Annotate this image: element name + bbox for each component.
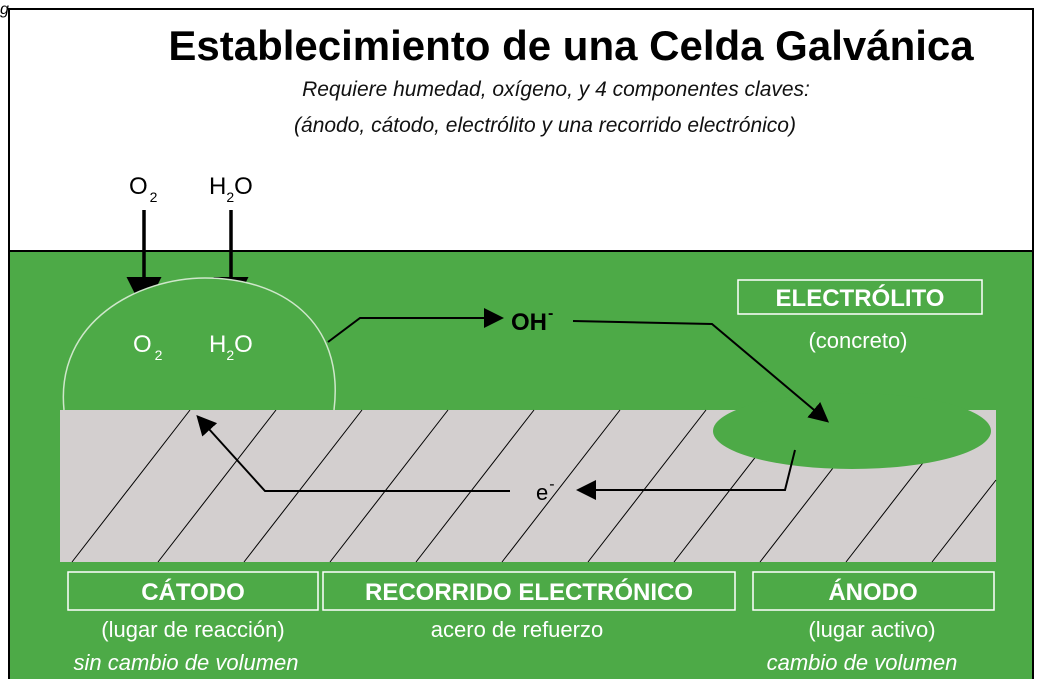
electrolyte-label: ELECTRÓLITO [776, 284, 945, 312]
anode-label-box [752, 571, 995, 611]
cathode-note: sin cambio de volumen [73, 650, 298, 675]
electrolyte-description: (concreto) [808, 328, 907, 353]
electron-label: e- [536, 476, 555, 505]
arrow-right-icon [327, 308, 504, 343]
cathode-description: (lugar de reacción) [101, 617, 284, 642]
path-description: acero de refuerzo [431, 617, 603, 642]
electrolyte-label-box [737, 279, 983, 315]
hydroxide-label: OH- [511, 305, 553, 336]
anode-pit [713, 393, 991, 469]
subtitle-line-1: Requiere humedad, oxígeno, y 4 component… [302, 78, 810, 101]
path-label-box [322, 571, 736, 611]
water-cathode-label: H2O [209, 331, 253, 363]
path-label: RECORRIDO ELECTRÓNICO [365, 578, 693, 606]
arrow-right-icon [572, 320, 830, 423]
anode-note: cambio de volumen [767, 650, 958, 675]
water-input-label: H2O [209, 173, 253, 205]
cathode-label: CÁTODO [141, 578, 245, 606]
anode-description: (lugar activo) [808, 617, 935, 642]
subtitle-line-2: (ánodo, cátodo, electrólito y una recorr… [294, 114, 796, 137]
cathode-moisture-zone [62, 277, 336, 411]
cathode-label-box [67, 571, 319, 611]
arrow-left-icon [576, 449, 796, 500]
arrow-left-icon [196, 415, 510, 492]
anode-label: ÁNODO [828, 578, 917, 606]
page-title: Establecimiento de una Celda Galvánica [168, 22, 974, 69]
corner-label: g [0, 1, 9, 18]
